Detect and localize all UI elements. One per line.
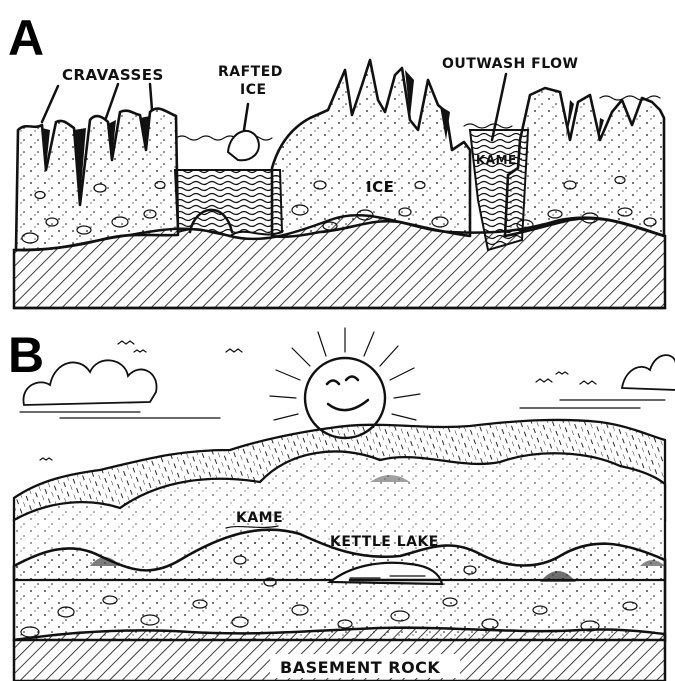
panel-a-central-ice-mass <box>272 60 470 237</box>
right-cloud <box>622 355 675 390</box>
panel-b: B <box>8 327 675 681</box>
panel-a-letter: A <box>8 10 44 66</box>
label-crevasses: CRAVASSES <box>62 66 164 84</box>
label-basement-rock: BASEMENT ROCK <box>280 658 440 677</box>
label-rafted-ice-line1: RAFTED <box>218 64 283 80</box>
panel-a-left-ice-mass <box>16 109 178 250</box>
label-kame-a: KAME <box>476 153 517 167</box>
label-rafted-ice-line2: ICE <box>240 82 267 98</box>
smiling-sun <box>270 328 420 438</box>
rafted-ice-block <box>228 131 259 160</box>
label-kame-b: KAME <box>236 510 283 526</box>
label-kettle-lake: KETTLE LAKE <box>330 534 439 550</box>
panel-b-letter: B <box>8 327 44 383</box>
panel-a: A <box>8 10 665 308</box>
label-ice: ICE <box>366 178 394 196</box>
label-outwash-flow: OUTWASH FLOW <box>442 56 578 72</box>
